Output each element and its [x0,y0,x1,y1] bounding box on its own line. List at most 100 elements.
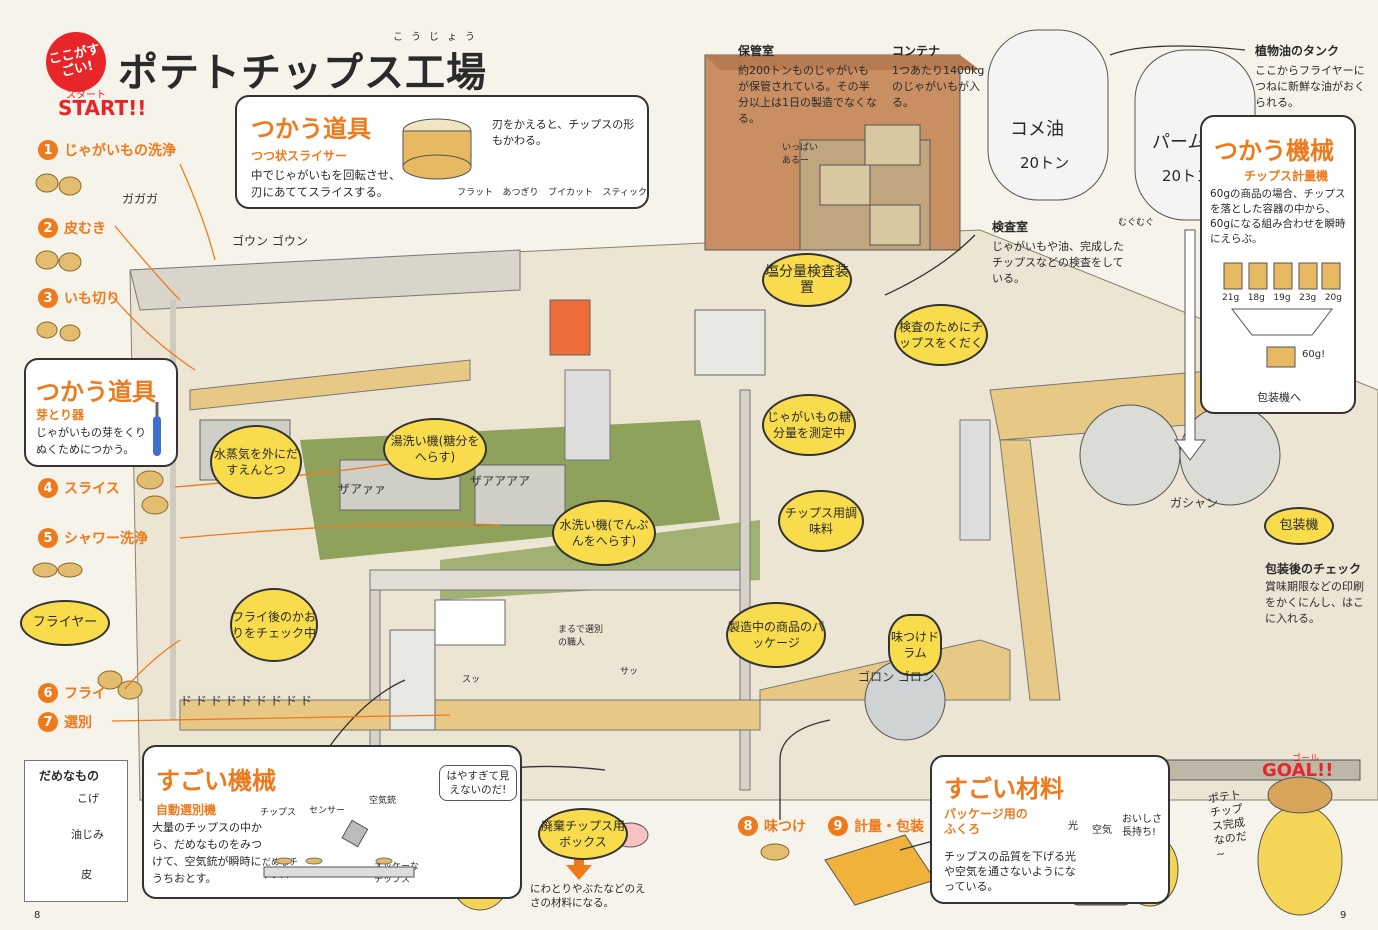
bubble-package: 製造中の商品のパッケージ [726,602,826,668]
oil-tank-text: ここからフライヤーにつねに新鮮な油がおくられる。 [1255,64,1365,109]
inspection-title: 検査室 [992,220,1029,234]
bubble-steam-chimney: 水蒸気を外にだすえんとつ [210,425,302,499]
bubble-sugar: じゃがいもの糖分量を測定中 [762,394,856,456]
step-label: いも切り [64,291,120,307]
label-chips: チップス [260,808,297,818]
step-6: 6 フライ [38,683,106,703]
step-label: 計量・包装 [854,819,924,835]
speech-sassa: サッ [620,667,639,677]
speech-makoto: まるで選別の職人 [558,625,604,648]
weight-value: 21g [1222,293,1240,303]
label-air-gun: 空気銃 [369,796,397,806]
step-number: 9 [828,816,848,836]
storage-text: 約200トンものじゃがいもが保管されている。その半分以上は1日の製造でなくなる。 [738,64,877,125]
weigh-diagram-icon [1223,262,1341,368]
bubble-seasoning: チップス用調味料 [778,490,864,552]
container-text: 1つあたり1400kgのじゃがいもが入る。 [892,64,985,109]
slicer-note: 刃をかえると、チップスの形もかわる。 [492,118,635,147]
bad-item-oil-stain: 油じみ [71,828,104,841]
inspection-text: じゃがいもや油、完成したチップスなどの検査をしている。 [992,240,1124,285]
container-label: コンテナ 1つあたり1400kgのじゃがいもが入る。 [892,42,992,111]
bad-items-title: だめなもの [39,769,100,783]
sfx-gasha: ガシャン [1170,496,1219,510]
step-2: 2 皮むき [38,218,106,238]
tool-heading: つかう道具 [36,378,156,406]
tool-heading: つかう道具 [251,115,371,143]
bubble-crush: 検査のためにチップスをくだく [894,304,988,366]
shape-stick: スティック [602,188,647,198]
step-5: 5 シャワー洗浄 [38,528,148,548]
speech-mugu: むぐむぐ [1118,218,1155,228]
weigh-result: 60g! [1302,349,1326,360]
start-label: START!! [58,96,147,120]
shape-flat: フラット [457,188,494,198]
container-title: コンテナ [892,44,941,58]
bad-item-burnt: こげ [77,792,99,805]
step-label: 選別 [64,715,92,731]
sfx-zaa: ザアアアア [470,474,531,488]
step-number: 5 [38,528,58,548]
weight-value: 23g [1299,293,1317,303]
sfx-dodo: ドドドドドドドドド [180,694,316,708]
bad-items-box: だめなもの こげ 油じみ 皮 [24,760,128,902]
weight-value: 18g [1247,293,1265,303]
tank-rice-oil-amount: 20トン [1020,154,1070,172]
title-ruby: こうじょう [393,32,483,43]
storage-label: 保管室 約200トンものじゃがいもが保管されている。その半分以上は1日の製造でな… [738,42,878,127]
page-number-right: 9 [1340,910,1347,921]
step-label: 皮むき [64,221,106,237]
machine-heading: つかう機械 [1214,137,1334,165]
machine-description: 60gの商品の場合、チップスを落とした容器の中から、60gになる組み合わせを瞬時… [1210,188,1346,245]
goal-ruby: ゴール [1292,754,1320,764]
after-check-title: 包装後のチェック [1265,562,1362,576]
tool-description: じゃがいもの芽をくりぬくためにつかう。 [36,426,146,456]
shape-thick: あつぎり [502,188,539,198]
tool-description: 中でじゃがいもを回転させ、刃にあててスライスする。 [251,168,401,199]
step-number: 7 [38,712,58,732]
start-ruby: スタート [66,90,106,101]
step-number: 4 [38,478,58,498]
step-number: 3 [38,288,58,308]
step-label: じゃがいもの洗浄 [64,143,176,159]
weight-value: 20g [1324,293,1342,303]
oil-tank-title: 植物油のタンク [1255,44,1340,58]
machine-heading: すごい機械 [156,767,276,795]
chip-shapes: フラット あつぎり ブイカット スティック [457,159,647,198]
bubble-smell-check: フライ後のかおりをチェック中 [230,588,318,662]
after-check-text: 賞味期限などの印刷をかくにんし、はこに入れる。 [1265,580,1364,625]
bubble-discard-box: 廃棄チップス用ボックス [538,808,628,860]
step-label: シャワー洗浄 [64,531,148,547]
speech-sussu: スッ [462,675,481,685]
label-light: 光 [1068,821,1078,832]
tool-slicer-panel: つかう道具 つつ状スライサー 中でじゃがいもを回転させ、刃にあててスライスする。… [235,95,649,209]
bad-item-skin: 皮 [81,868,92,881]
step-number: 2 [38,218,58,238]
inspection-label: 検査室 じゃがいもや油、完成したチップスなどの検査をしている。 [992,218,1132,287]
oil-tank-label: 植物油のタンク ここからフライヤーにつねに新鮮な油がおくられる。 [1255,42,1365,111]
material-panel: すごい材料 パッケージ用のふくろ チップスの品質を下げる光や空気を通さないように… [930,755,1170,904]
material-speech: おいしさ長持ち! [1122,814,1162,838]
sprout-remover-icon [153,402,161,456]
bubble-packer: 包装機 [1264,507,1334,545]
material-description: チップスの品質を下げる光や空気を通さないようになっている。 [944,850,1076,893]
bubble-water-wash: 水洗い機(でんぷんをへらす) [552,500,656,566]
step-label: スライス [64,481,120,497]
machine-sort-panel: すごい機械 自動選別機 大量のチップスの中から、だめなものをみつけて、空気銃が瞬… [142,745,522,899]
slicer-drum-icon [402,118,472,180]
bubble-salt-checker: 塩分量検査装置 [762,253,852,307]
step-4: 4 スライス [38,478,120,498]
machine-weigh-panel: つかう機械 チップス計量機 60gの商品の場合、チップスを落とした容器の中から、… [1200,115,1356,414]
tool-subtitle: 芽とり器 [36,408,85,422]
step-9: 9 計量・包装 [828,816,924,836]
bubble-drum: 味つけドラム [888,614,942,676]
weights-row: 21g 18g 19g 23g 20g [1222,293,1342,303]
tool-sprout-panel: つかう道具 芽とり器 じゃがいもの芽をくりぬくためにつかう。 [24,358,178,467]
sfx-gorogoro: ゴロン ゴロン [858,670,934,684]
machine-subtitle: チップス計量機 [1244,169,1329,183]
step-label: フライ [64,686,106,702]
sort-speech: はやすぎて見えないのだ! [439,765,517,801]
step-number: 6 [38,683,58,703]
discard-note: にわとりやぶたなどのえさの材料になる。 [530,883,646,909]
